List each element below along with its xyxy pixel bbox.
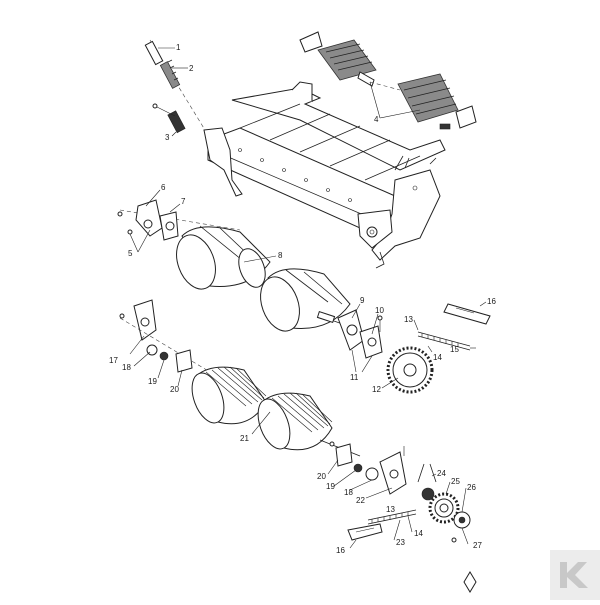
callout-9: 9 bbox=[360, 296, 365, 305]
sprocket-upper bbox=[386, 346, 434, 394]
callout-13: 13 bbox=[404, 315, 413, 324]
callout-10: 10 bbox=[375, 306, 384, 315]
callout-12: 12 bbox=[372, 385, 381, 394]
callout-1: 1 bbox=[176, 43, 181, 52]
part-bearing-and-sprocket-upper bbox=[337, 303, 491, 394]
callout-19-lower: 19 bbox=[326, 482, 335, 491]
part-sprocket-assembly-lower bbox=[347, 463, 471, 543]
callout-6: 6 bbox=[161, 183, 166, 192]
callout-20: 20 bbox=[170, 385, 179, 394]
callout-18: 18 bbox=[122, 363, 131, 372]
leader-lines bbox=[129, 47, 487, 549]
callout-14: 14 bbox=[433, 353, 442, 362]
callout-22: 22 bbox=[356, 496, 365, 505]
callout-23: 23 bbox=[396, 538, 405, 547]
callout-15: 15 bbox=[450, 345, 459, 354]
marker-icon bbox=[463, 571, 477, 593]
sprocket-lower bbox=[428, 492, 460, 524]
callout-labels: 1 2 3 4 5 6 7 8 9 10 11 12 13 14 15 16 1… bbox=[109, 43, 496, 555]
callout-13-lower: 13 bbox=[386, 505, 395, 514]
brand-logo bbox=[550, 550, 600, 600]
callout-24: 24 bbox=[437, 469, 446, 478]
callout-5: 5 bbox=[128, 249, 133, 258]
callout-16: 16 bbox=[487, 297, 496, 306]
callout-14-lower: 14 bbox=[414, 529, 423, 538]
callout-26: 26 bbox=[467, 483, 476, 492]
part-shield-pair bbox=[299, 31, 477, 130]
part-drum-assembly-lower bbox=[119, 299, 361, 457]
callout-20-lower: 20 bbox=[317, 472, 326, 481]
brand-logo-mark bbox=[550, 550, 600, 600]
callout-7: 7 bbox=[181, 197, 186, 206]
callout-27: 27 bbox=[473, 541, 482, 550]
callout-19: 19 bbox=[148, 377, 157, 386]
part-drum-assembly-upper bbox=[117, 199, 351, 332]
callout-16-lower: 16 bbox=[336, 546, 345, 555]
callout-3: 3 bbox=[165, 133, 170, 142]
callout-11: 11 bbox=[350, 373, 359, 382]
callout-17: 17 bbox=[109, 356, 118, 365]
part-spring-assembly bbox=[144, 39, 206, 134]
callout-8: 8 bbox=[278, 251, 283, 260]
callout-18-lower: 18 bbox=[344, 488, 353, 497]
callout-4: 4 bbox=[374, 115, 379, 124]
callout-2: 2 bbox=[189, 64, 194, 73]
callout-21: 21 bbox=[240, 434, 249, 443]
part-bearing-lower-right bbox=[329, 441, 407, 495]
callout-25: 25 bbox=[451, 477, 460, 486]
part-main-frame bbox=[203, 81, 446, 269]
